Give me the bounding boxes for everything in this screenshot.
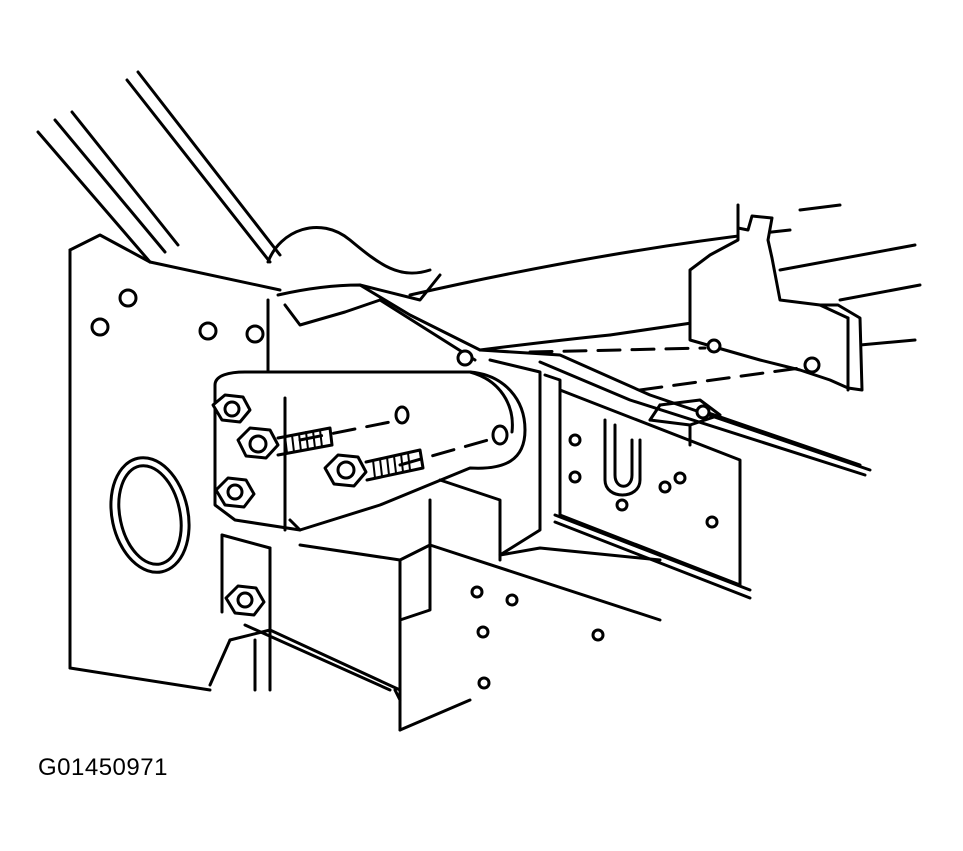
panel-hole xyxy=(591,628,605,642)
rail-clip xyxy=(648,398,722,427)
rear-bracket xyxy=(528,203,864,392)
bolt xyxy=(224,584,266,617)
panel-hole xyxy=(118,288,138,308)
panel-hole xyxy=(198,321,218,341)
bracket-hole xyxy=(803,356,821,374)
plate-hole xyxy=(568,433,582,447)
panel-hole xyxy=(470,585,484,599)
frame-rail xyxy=(408,203,922,477)
plate-hole xyxy=(705,515,719,529)
threaded-bolt xyxy=(323,448,425,488)
figure-code-label: G01450971 xyxy=(38,754,168,781)
panel-hole xyxy=(477,676,491,690)
plate-hole xyxy=(568,470,582,484)
rail-hole xyxy=(695,404,711,420)
bolt xyxy=(214,476,256,509)
panel-hole xyxy=(245,324,265,344)
panel-hole xyxy=(505,593,519,607)
left-frame-panel xyxy=(68,233,282,692)
panel-hole xyxy=(476,625,490,639)
bolt xyxy=(211,393,252,424)
rail-hole xyxy=(456,349,474,367)
upper-flange xyxy=(266,225,482,362)
bracket-hole xyxy=(394,405,410,425)
bracket-hole xyxy=(706,338,722,354)
lower-support xyxy=(208,533,432,732)
lower-frame-panel xyxy=(398,543,662,732)
upper-rails xyxy=(36,70,282,264)
threaded-bolt xyxy=(236,426,334,460)
bracket-hole xyxy=(491,424,509,446)
panel-hole xyxy=(90,317,110,337)
front-bracket xyxy=(213,370,527,532)
latch-plate xyxy=(553,388,752,600)
plate-hole xyxy=(658,480,672,494)
plate-hole xyxy=(615,498,629,512)
plate-hole xyxy=(673,471,687,485)
bolt-heads xyxy=(211,393,425,617)
